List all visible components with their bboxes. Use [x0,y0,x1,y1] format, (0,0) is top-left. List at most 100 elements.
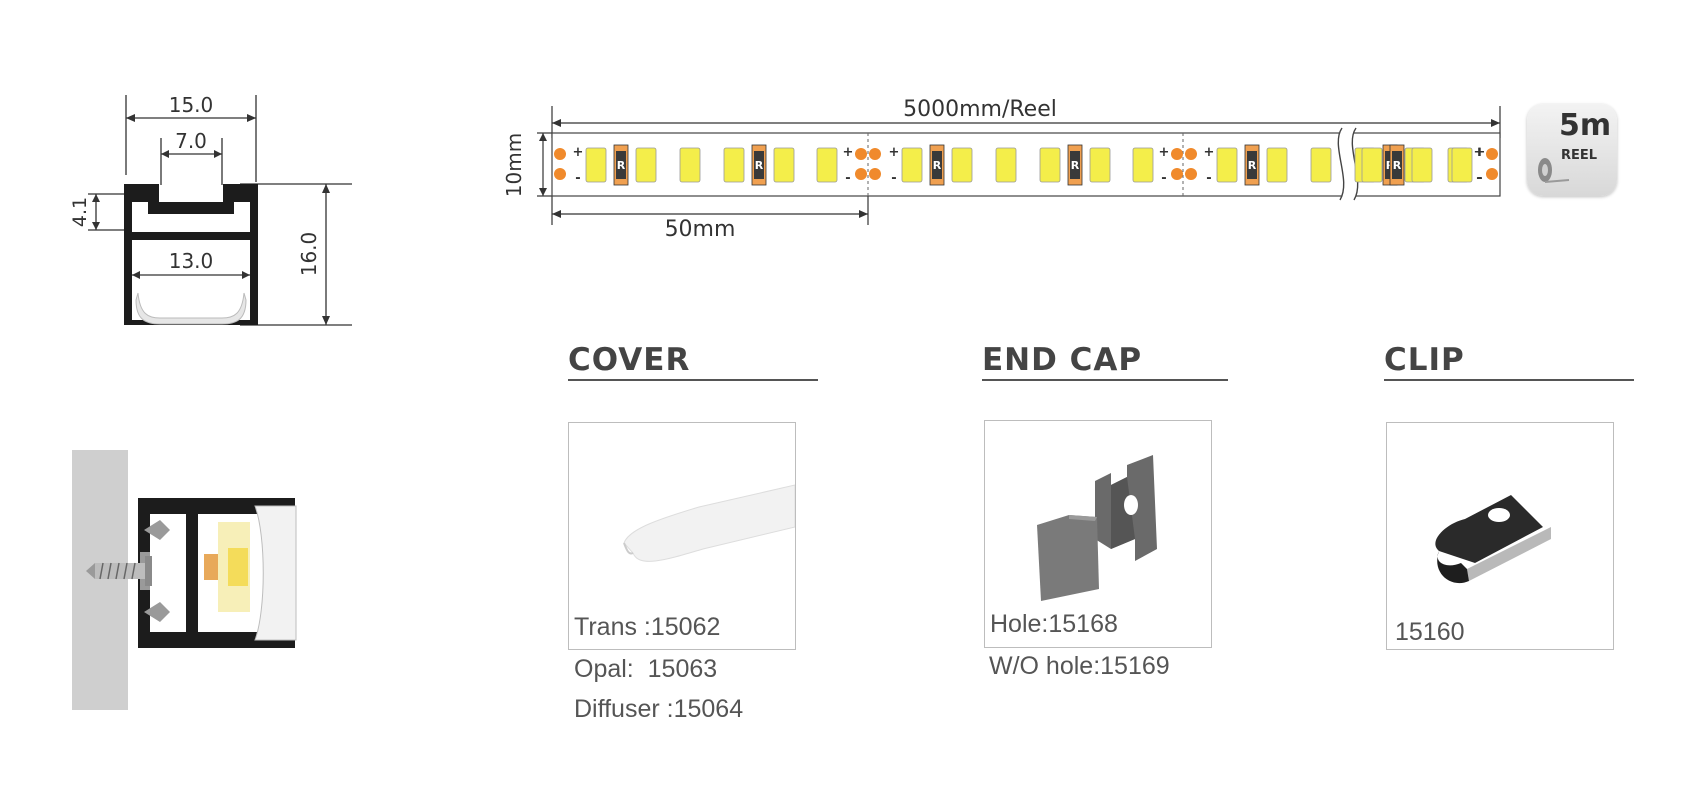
led-strip-diagram: 5000mm/Reel 10mm 50mm + - R R + - + - R R + - + - R R + -… [502,97,1501,242]
profile-divider [186,514,198,632]
cover-image [623,484,795,562]
solder-pad [1171,168,1183,180]
clip-image [1435,495,1551,584]
cover-code-trans: Trans :15062 [574,613,721,641]
end-cap-product-box: Hole:15168 [984,420,1212,648]
minus-sign: - [1477,171,1482,186]
minus-sign: - [575,171,580,186]
strip-width-label: 10mm [502,133,526,197]
led-chip [816,147,838,183]
led-chip [635,147,657,183]
minus-sign: - [1161,171,1166,186]
resistor-mark: R [1248,159,1257,172]
cover-code-diffuser: Diffuser :15064 [574,695,744,723]
clip-code: 15160 [1395,618,1465,646]
clip-title-underline [1384,379,1634,381]
end-cap-code-without-hole: W/O hole:15169 [989,652,1170,680]
dim-top-depth-label: 4.1 [69,197,91,227]
led-chip [723,147,745,183]
led-chip [679,147,701,183]
led-chip [1039,147,1061,183]
resistor-mark: R [617,159,626,172]
resistor-body [1392,151,1402,179]
solder-pad [869,168,881,180]
solder-pad [1486,168,1498,180]
reel-icon [1538,158,1570,183]
plus-sign: + [1475,145,1486,160]
dimension-lines [88,95,352,326]
solder-pad [855,168,867,180]
led-chip [951,147,973,183]
led-chip [1266,147,1288,183]
cut-length-label: 50mm [665,217,736,242]
dim-inner-width-label: 13.0 [169,249,214,273]
led-chip [1310,147,1332,183]
led-chip [228,548,248,586]
end-cap-title-underline [982,379,1228,381]
resistor-body [932,151,942,179]
resistor-mark: R [1393,159,1402,172]
dim-height-label: 16.0 [297,232,321,277]
led-chip [1361,147,1383,183]
reel-length-label: 5000mm/Reel [903,97,1057,122]
profile-cover [135,292,247,325]
strip-components: +-RR+-+-RR+-+-RR+-R+- [554,144,1498,186]
solder-pad [1185,168,1197,180]
dim-opening-width-label: 7.0 [175,129,207,153]
reel-length-badge-text: 5m [1559,108,1612,143]
cover-title-underline [568,379,818,381]
solder-pad [554,168,566,180]
solder-pad [1185,148,1197,160]
led-chip [995,147,1017,183]
clip-product-box: 15160 [1386,422,1614,650]
plus-sign: + [843,145,854,160]
resistor-body [616,151,626,179]
resistor-body [754,151,764,179]
end-cap-section-title: END CAP [982,342,1143,378]
cover-section-title: COVER [568,342,691,378]
cover-code-opal: Opal: 15063 [574,655,718,683]
resistor-mark: R [755,159,764,172]
minus-sign: - [891,171,896,186]
led-chip [1216,147,1238,183]
resistor-mark: R [933,159,942,172]
led-chip [1132,147,1154,183]
dim-outer-width-label: 15.0 [169,93,214,117]
profile-installation-illustration [72,450,297,710]
minus-sign: - [845,171,850,186]
reel-badge: 5m REEL [1527,104,1617,196]
wall [72,450,128,710]
profile-outline [124,184,258,325]
plus-sign: + [889,145,900,160]
reel-badge-label: REEL [1561,148,1598,163]
solder-pad [869,148,881,160]
minus-sign: - [1476,171,1481,186]
solder-pad [855,148,867,160]
led-chip [1089,147,1111,183]
resistor-body [1070,151,1080,179]
plus-sign: + [1204,145,1215,160]
led-chip [585,147,607,183]
led-chip [1411,147,1433,183]
profile-cross-section-diagram: 15.0 7.0 13.0 16.0 4.1 [69,93,352,326]
clip-section-title: CLIP [1384,342,1465,378]
led-chip [773,147,795,183]
solder-pad [1486,148,1498,160]
resistor-mark: R [1071,159,1080,172]
led-pcb [204,554,218,580]
minus-sign: - [1206,171,1211,186]
plus-sign: + [573,145,584,160]
led-chip [901,147,923,183]
plus-sign: + [1159,145,1170,160]
end-cap-image [1037,455,1157,601]
solder-pad [554,148,566,160]
profile-cover-shape [254,505,297,641]
led-chip [1451,147,1473,183]
resistor-body [1247,151,1257,179]
screw-icon [86,556,152,586]
strip-cut-marks [867,133,1184,196]
plus-sign: + [1474,145,1485,160]
solder-pad [1171,148,1183,160]
cover-product-box: Trans :15062 [568,422,796,650]
end-cap-code-hole: Hole:15168 [990,610,1118,638]
